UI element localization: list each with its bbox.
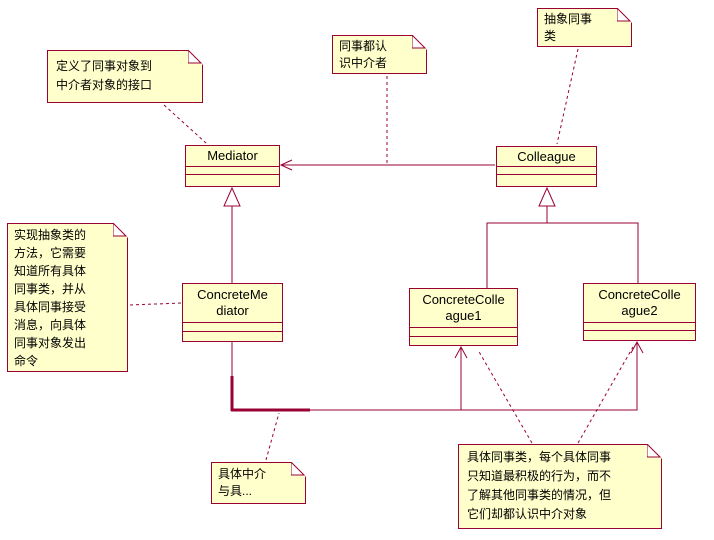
note-fold-icon (291, 462, 306, 477)
note-text-line: 具体同事接受 (14, 300, 87, 314)
class-concrete-colleague1[interactable]: ConcreteColle ague1 (409, 288, 518, 346)
note-implement-abstract[interactable]: 实现抽象类的 方法，它需要 知道所有具体 同事类，并从 具体同事接受 消息，向具… (7, 223, 128, 372)
note-text-line: 了解其他同事类的情况，但 (467, 488, 612, 502)
class-name: Mediator (186, 146, 279, 166)
class-name-line: ague2 (621, 303, 658, 318)
class-name: ConcreteColle ague1 (410, 289, 517, 327)
note-text-line: 具体中介 (218, 467, 267, 481)
note-text-line: 同事类，并从 (14, 282, 87, 296)
class-name-line: ConcreteMe (197, 287, 268, 302)
class-concrete-mediator[interactable]: ConcreteMe diator (182, 283, 283, 342)
association-concretemediator-colleagues[interactable] (230, 340, 644, 412)
note-anchor-implement-abstract[interactable] (129, 302, 182, 306)
operations-compartment (183, 331, 282, 341)
hollow-triangle-icon (223, 186, 241, 207)
generalization-branch (486, 222, 639, 288)
note-anchor-abstract-colleague[interactable] (556, 48, 579, 145)
class-name: ConcreteMe diator (183, 284, 282, 322)
operations-compartment (584, 330, 695, 340)
class-name: ConcreteColle ague2 (584, 284, 695, 322)
note-text-line: 同事对象发出 (14, 336, 87, 350)
note-text-line: 类 (544, 29, 557, 43)
class-name-line: ConcreteColle (598, 287, 681, 302)
open-arrowhead-icon (279, 159, 293, 171)
attributes-compartment (497, 166, 596, 174)
note-text-line: 识中介者 (339, 56, 388, 70)
generalization-concretecolleagues-colleague[interactable] (486, 186, 639, 288)
note-anchor-colleague-note-2[interactable] (577, 346, 634, 444)
note-text-line: 中介者对象的接口 (56, 78, 153, 92)
open-arrowhead-icon (454, 345, 468, 359)
class-concrete-colleague2[interactable]: ConcreteColle ague2 (583, 283, 696, 341)
note-anchor-define-interface[interactable] (163, 104, 207, 144)
note-concrete-colleague[interactable]: 具体同事类，每个具体同事 只知道最积极的行为，而不 了解其他同事类的情况，但 它… (458, 444, 662, 529)
class-mediator[interactable]: Mediator (185, 145, 280, 187)
class-colleague[interactable]: Colleague (496, 146, 597, 187)
note-fold-icon (412, 35, 427, 50)
attributes-compartment (584, 322, 695, 330)
operations-compartment (497, 174, 596, 186)
note-text-line: 同事都认 (339, 39, 388, 53)
attributes-compartment (186, 166, 279, 174)
note-fold-icon (113, 223, 128, 238)
note-text-line: 定义了同事对象到 (56, 59, 153, 73)
class-name-line: ConcreteColle (422, 292, 505, 307)
note-fold-icon (188, 50, 203, 65)
note-text-line: 消息，向具体 (14, 318, 87, 332)
association-colleague-mediator[interactable] (279, 159, 495, 171)
hollow-triangle-icon (538, 186, 556, 207)
note-anchor-colleague-note-1[interactable] (477, 349, 533, 444)
note-define-interface[interactable]: 定义了同事对象到 中介者对象的接口 (47, 50, 203, 103)
note-text-line: 只知道最积极的行为，而不 (467, 469, 612, 483)
operations-compartment (410, 336, 517, 345)
note-concrete-mediator[interactable]: 具体中介 与具... (211, 462, 306, 504)
note-text-line: 它们却都认识中介对象 (467, 507, 588, 521)
open-arrowhead-icon (630, 340, 644, 354)
note-text-line: 命令 (14, 354, 39, 368)
note-text-line: 知道所有具体 (14, 264, 87, 278)
note-text-line: 抽象同事 (544, 12, 593, 26)
note-abstract-colleague[interactable]: 抽象同事 类 (537, 8, 632, 47)
note-text-line: 具体同事类，每个具体同事 (467, 450, 612, 464)
note-colleagues-know-mediator[interactable]: 同事都认 识中介者 (332, 35, 427, 74)
note-text-line: 实现抽象类的 (14, 228, 87, 242)
attributes-compartment (183, 322, 282, 331)
note-fold-icon (647, 444, 662, 459)
class-name-line: ague1 (445, 308, 482, 323)
note-text-line: 与具... (218, 484, 253, 498)
class-name-line: Mediator (207, 148, 258, 163)
class-name-line: Colleague (517, 148, 576, 164)
operations-compartment (186, 174, 279, 186)
note-text-line: 方法，它需要 (14, 246, 87, 260)
note-fold-icon (617, 8, 632, 23)
generalization-concretemediator-mediator[interactable] (223, 186, 241, 283)
note-anchor-concrete-mediator-note[interactable] (265, 412, 280, 461)
class-name-line: diator (216, 303, 249, 318)
attributes-compartment (410, 327, 517, 336)
class-name: Colleague (497, 147, 596, 166)
association-path (231, 342, 638, 411)
